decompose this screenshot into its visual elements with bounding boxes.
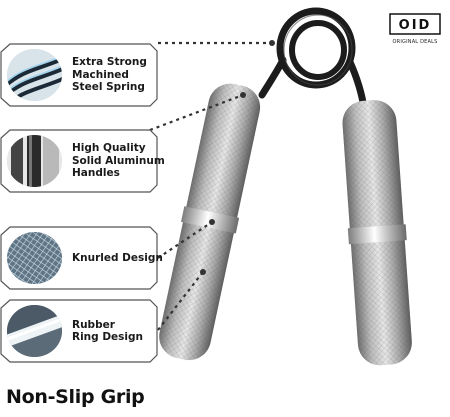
callout-rubber-ring: Rubber Ring Design	[0, 299, 158, 363]
callout-knurled: Knurled Design	[0, 226, 163, 290]
callout-handles-text: High Quality Solid Aluminum Handles	[72, 142, 165, 180]
knurled-texture-icon	[7, 232, 62, 284]
callout-knurled-text: Knurled Design	[72, 251, 163, 264]
callout-spring-text: Extra Strong Machined Steel Spring	[72, 56, 147, 94]
steel-spring	[258, 7, 368, 112]
callout-rubber-ring-text: Rubber Ring Design	[72, 318, 144, 344]
leader-lines	[149, 41, 272, 331]
oid-logo-mark: OID	[389, 13, 441, 35]
callout-spring: Extra Strong Machined Steel Spring	[0, 43, 158, 107]
logo-caption: ORIGINAL DEALS	[392, 39, 438, 45]
tagline: Non-Slip Grip	[6, 386, 145, 408]
right-handle	[342, 100, 412, 366]
brand-logo: OID ORIGINAL DEALS	[387, 11, 443, 51]
logo-mark-text: OID	[399, 18, 432, 33]
handle-closeup-icon	[7, 135, 62, 187]
callout-handles: High Quality Solid Aluminum Handles	[0, 129, 165, 193]
rubber-ring-icon	[7, 305, 62, 357]
spring-coil-icon	[7, 49, 62, 101]
